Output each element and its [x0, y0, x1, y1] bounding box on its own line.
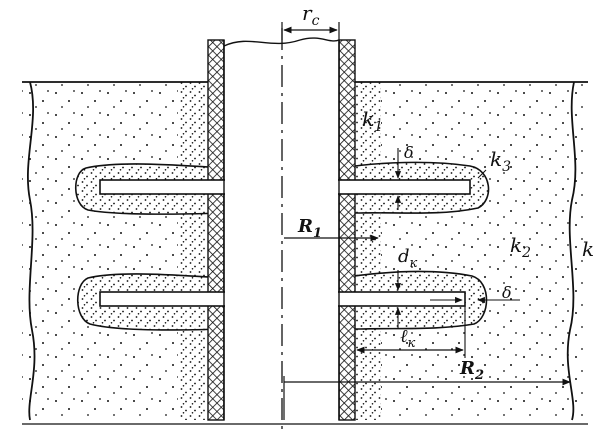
- casing-left-cross: [208, 40, 224, 420]
- delta-lower-label: δ: [502, 283, 512, 302]
- lk-label: ℓк: [400, 326, 416, 351]
- damaged-zone-right: [355, 82, 381, 420]
- boundary-right: [566, 81, 577, 421]
- dk-label: dк: [398, 246, 418, 271]
- damaged-zone-left: [178, 82, 208, 420]
- rc-label: rc: [302, 1, 320, 29]
- k-label: k: [582, 237, 594, 261]
- k2-label: k2: [510, 233, 531, 261]
- r2-label: R2: [459, 358, 484, 383]
- wellbore-top-break: [223, 37, 340, 47]
- casing-right-cross: [339, 40, 355, 420]
- boundary-left: [27, 81, 36, 421]
- delta-upper-label: δ: [404, 143, 414, 162]
- k1-label: k1: [362, 107, 383, 135]
- r1-label: R1: [297, 216, 322, 241]
- k3-label: k3: [490, 147, 511, 175]
